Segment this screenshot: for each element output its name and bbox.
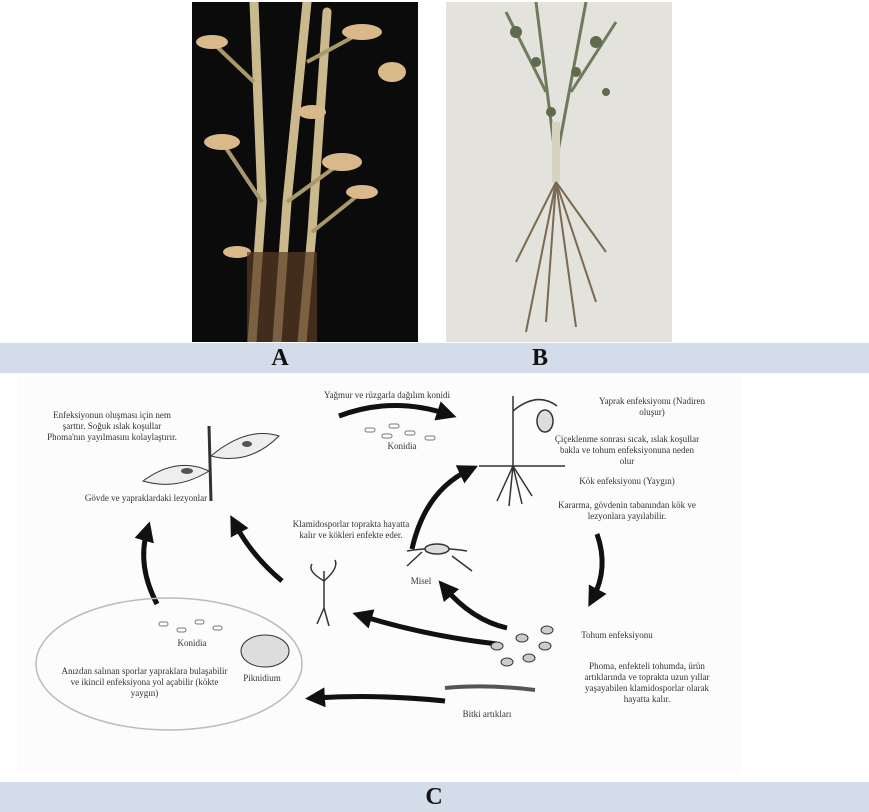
label-a: A (260, 343, 300, 373)
photo-b-uprooted-plant (446, 2, 672, 342)
labels-band-ab: A B (0, 343, 869, 373)
text-root-infection: Kök enfeksiyonu (Yaygın) (567, 476, 687, 487)
disease-cycle-diagram: Yağmur ve rüzgarla dağılım konidi Konidi… (17, 376, 741, 774)
text-infection-moisture: Enfeksiyonun oluşması için nem şarttır. … (47, 410, 177, 443)
photo-a-diseased-stems (192, 2, 418, 342)
text-flowering-wet: Çiçeklenme sonrası sıcak, ıslak koşullar… (552, 434, 702, 467)
text-stubble-spores: Anızdan salınan sporlar yapraklara bulaş… (57, 666, 232, 699)
plant-illustration (446, 2, 672, 342)
labels-band-c: C (0, 782, 869, 812)
text-konidia-top: Konidia (377, 441, 427, 452)
text-konidia-bottom: Konidia (162, 638, 222, 649)
label-c: C (414, 782, 454, 812)
text-phoma-survives: Phoma, enfekteli tohumda, ürün artıkları… (577, 661, 717, 705)
text-seed-infection: Tohum enfeksiyonu (572, 630, 662, 641)
text-leaf-infection: Yaprak enfeksiyonu (Nadiren oluşur) (597, 396, 707, 418)
text-misel: Misel (401, 576, 441, 587)
label-b: B (520, 343, 560, 373)
text-stem-leaf-lesions: Gövde ve yapraklardaki lezyonlar (81, 493, 211, 504)
text-plant-residues: Bitki artıkları (447, 709, 527, 720)
text-pycnidium: Piknidium (232, 673, 292, 684)
stems-illustration (192, 2, 418, 342)
text-rain-wind: Yağmur ve rüzgarla dağılım konidi (307, 390, 467, 401)
text-darkening: Kararma, gövdenin tabanından kök ve lezy… (552, 500, 702, 522)
text-chlamydospores: Klamidosporlar toprakta hayatta kalır ve… (291, 519, 411, 541)
